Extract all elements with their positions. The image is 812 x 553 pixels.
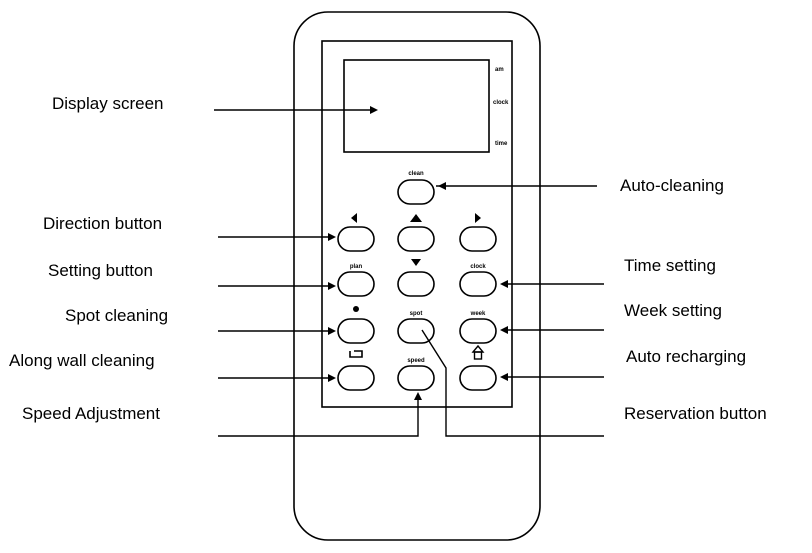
arrowhead-speed xyxy=(414,392,422,400)
leader-speed xyxy=(218,398,419,437)
remote-body xyxy=(293,11,541,541)
arrowhead-auto-cleaning xyxy=(438,182,446,190)
week-label: week xyxy=(470,311,486,317)
clean-label: clean xyxy=(408,171,424,177)
label-display-screen: Display screen xyxy=(52,94,164,113)
label-spot-cleaning: Spot cleaning xyxy=(65,306,169,325)
indicator-time: time xyxy=(495,141,508,147)
time-setting-button[interactable] xyxy=(459,271,497,297)
arrowhead-direction xyxy=(328,233,336,241)
arrowhead-recharge xyxy=(500,373,508,381)
wall-follow-icon xyxy=(349,350,363,358)
direction-down-button[interactable] xyxy=(397,271,435,297)
label-auto-recharging: Auto recharging xyxy=(626,347,747,366)
arrow-left-icon xyxy=(351,213,357,223)
setting-button[interactable] xyxy=(337,271,375,297)
label-speed-adjustment: Speed Adjustment xyxy=(22,404,160,423)
label-along-wall-cleaning: Along wall cleaning xyxy=(9,351,155,370)
arrow-right-icon xyxy=(475,213,481,223)
spot-label: spot xyxy=(410,311,423,317)
speed-label: speed xyxy=(407,358,425,364)
front-panel xyxy=(321,40,513,408)
reservation-button[interactable] xyxy=(397,318,435,344)
auto-recharging-button[interactable] xyxy=(459,365,497,391)
auto-cleaning-button[interactable] xyxy=(397,179,435,205)
arrowhead-display xyxy=(370,106,378,114)
spot-cleaning-button[interactable] xyxy=(337,318,375,344)
indicator-am: am xyxy=(495,67,504,73)
label-direction-button: Direction button xyxy=(43,214,163,233)
week-setting-button[interactable] xyxy=(459,318,497,344)
indicator-clock: clock xyxy=(493,100,509,106)
leader-reservation xyxy=(421,329,604,437)
display-screen xyxy=(343,59,490,153)
clock-label: clock xyxy=(470,264,486,270)
arrowhead-week xyxy=(500,326,508,334)
spot-icon xyxy=(353,306,359,312)
arrowhead-time xyxy=(500,280,508,288)
direction-up-button[interactable] xyxy=(397,226,435,252)
label-reservation-button: Reservation button xyxy=(624,404,767,423)
home-icon xyxy=(471,344,485,360)
direction-left-button[interactable] xyxy=(337,226,375,252)
arrowhead-wall xyxy=(328,374,336,382)
speed-adjustment-button[interactable] xyxy=(397,365,435,391)
label-setting-button: Setting button xyxy=(48,261,153,280)
label-week-setting: Week setting xyxy=(624,301,722,320)
along-wall-button[interactable] xyxy=(337,365,375,391)
arrowhead-setting xyxy=(328,282,336,290)
label-auto-cleaning: Auto-cleaning xyxy=(620,176,724,195)
plan-label: plan xyxy=(350,264,363,270)
label-time-setting: Time setting xyxy=(624,256,716,275)
arrow-down-icon xyxy=(411,259,421,266)
direction-right-button[interactable] xyxy=(459,226,497,252)
arrow-up-icon xyxy=(410,214,422,222)
arrowhead-spot xyxy=(328,327,336,335)
